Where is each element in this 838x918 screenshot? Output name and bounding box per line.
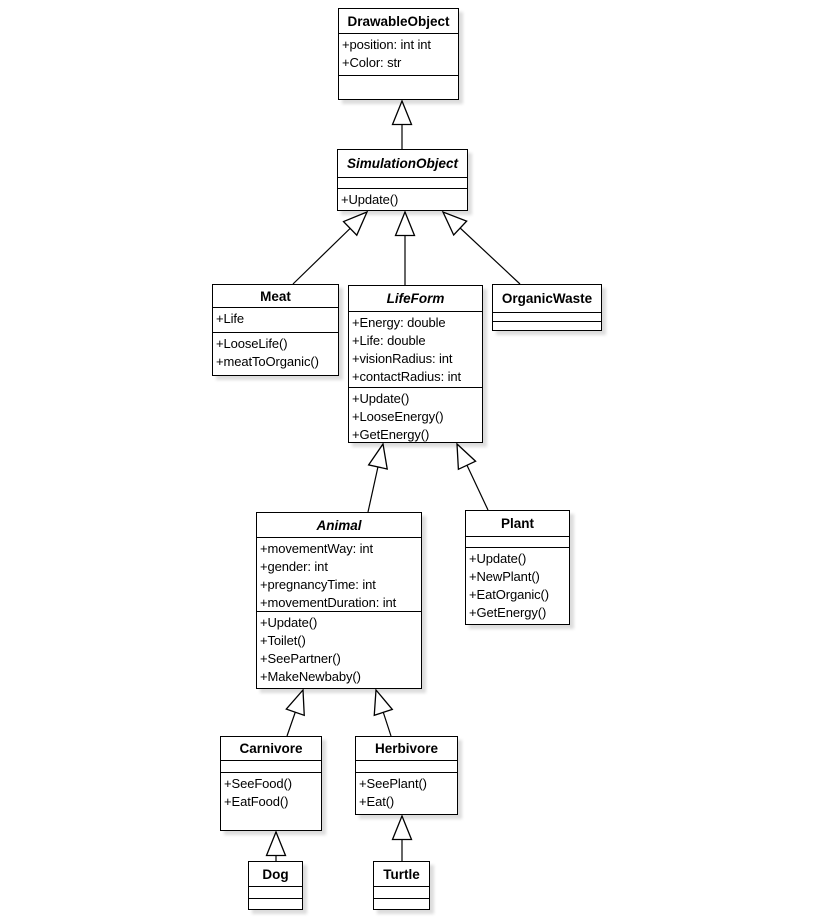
- class-animal-methods: +Update() +Toilet() +SeePartner() +MakeN…: [257, 611, 421, 688]
- edge-plant-to-lifeform[interactable]: [456, 442, 489, 511]
- class-drawableobject-attributes: +position: int int +Color: str: [339, 33, 458, 75]
- method: +Update(): [469, 551, 527, 566]
- attribute: +Energy: double: [352, 315, 446, 330]
- class-turtle[interactable]: Turtle: [373, 861, 430, 910]
- method: +Update(): [341, 192, 399, 207]
- method: +GetEnergy(): [352, 427, 430, 442]
- class-lifeform-methods: +Update() +LooseEnergy() +GetEnergy(): [349, 387, 482, 442]
- edge-meat-to-simulationobject[interactable]: [292, 210, 369, 285]
- edge-animal-to-lifeform[interactable]: [367, 442, 389, 513]
- class-carnivore[interactable]: Carnivore +SeeFood() +EatFood(): [220, 736, 322, 831]
- method: +Eat(): [359, 794, 395, 809]
- class-organicwaste-attributes: [493, 312, 601, 321]
- attribute: +position: int int: [342, 37, 431, 52]
- class-organicwaste[interactable]: OrganicWaste: [492, 284, 602, 331]
- class-lifeform[interactable]: LifeForm +Energy: double +Life: double +…: [348, 285, 483, 443]
- class-turtle-attributes: [374, 886, 429, 898]
- method: +SeeFood(): [224, 776, 293, 791]
- class-dog-attributes: [249, 886, 302, 898]
- class-plant[interactable]: Plant +Update() +NewPlant() +EatOrganic(…: [465, 510, 570, 625]
- class-herbivore-methods: +SeePlant() +Eat(): [356, 772, 457, 814]
- class-herbivore-attributes: [356, 760, 457, 772]
- class-drawableobject-title: DrawableObject: [347, 13, 450, 29]
- class-dog[interactable]: Dog: [248, 861, 303, 910]
- method: +NewPlant(): [469, 569, 540, 584]
- method: +EatOrganic(): [469, 587, 549, 602]
- attribute: +Color: str: [342, 55, 402, 70]
- class-animal[interactable]: Animal +movementWay: int +gender: int +p…: [256, 512, 422, 689]
- attribute: +movementWay: int: [260, 541, 374, 556]
- class-lifeform-title: LifeForm: [386, 291, 445, 306]
- method: +EatFood(): [224, 794, 289, 809]
- class-meat-title: Meat: [260, 288, 291, 304]
- attribute: +movementDuration: int: [260, 595, 397, 610]
- attribute: +contactRadius: int: [352, 369, 462, 384]
- method: +LooseLife(): [216, 336, 288, 351]
- class-herbivore-title: Herbivore: [374, 741, 439, 756]
- class-turtle-methods: [374, 898, 429, 909]
- class-lifeform-attributes: +Energy: double +Life: double +visionRad…: [349, 311, 482, 387]
- class-dog-title: Dog: [262, 866, 289, 882]
- class-herbivore[interactable]: Herbivore +SeePlant() +Eat(): [355, 736, 458, 815]
- class-carnivore-attributes: [221, 760, 321, 772]
- method: +SeePlant(): [359, 776, 427, 791]
- class-plant-attributes: [466, 536, 569, 547]
- class-carnivore-title: Carnivore: [239, 741, 303, 756]
- class-meat-methods: +LooseLife() +meatToOrganic(): [213, 332, 338, 375]
- class-turtle-title: Turtle: [383, 866, 420, 882]
- class-meat-attributes: +Life: [213, 307, 338, 332]
- attribute: +Life: [216, 311, 245, 326]
- class-organicwaste-methods: [493, 321, 601, 330]
- class-plant-title: Plant: [500, 516, 534, 531]
- class-carnivore-methods: +SeeFood() +EatFood(): [221, 772, 321, 830]
- class-drawableobject-methods: [339, 75, 458, 99]
- method: +Update(): [352, 391, 410, 406]
- attribute: +pregnancyTime: int: [260, 577, 376, 592]
- method: +SeePartner(): [260, 651, 341, 666]
- class-animal-attributes: +movementWay: int +gender: int +pregnanc…: [257, 537, 421, 611]
- class-animal-title: Animal: [316, 517, 362, 533]
- edge-organicwaste-to-simulationobject[interactable]: [441, 210, 521, 285]
- class-dog-methods: [249, 898, 302, 909]
- class-simulationobject-methods: +Update(): [338, 188, 467, 210]
- attribute: +visionRadius: int: [352, 351, 453, 366]
- method: +Update(): [260, 615, 318, 630]
- edge-carnivore-to-animal[interactable]: [285, 688, 305, 737]
- class-drawableobject[interactable]: DrawableObject +position: int int +Color…: [338, 8, 459, 100]
- method: +meatToOrganic(): [216, 354, 319, 369]
- attribute: +gender: int: [260, 559, 328, 574]
- method: +Toilet(): [260, 633, 306, 648]
- class-meat[interactable]: Meat +Life +LooseLife() +meatToOrganic(): [212, 284, 339, 376]
- edge-herbivore-to-animal[interactable]: [373, 688, 394, 737]
- class-organicwaste-title: OrganicWaste: [501, 291, 593, 306]
- class-plant-methods: +Update() +NewPlant() +EatOrganic() +Get…: [466, 547, 569, 624]
- class-simulationobject-attributes: [338, 177, 467, 188]
- method: +LooseEnergy(): [352, 409, 444, 424]
- class-simulationobject[interactable]: SimulationObject +Update(): [337, 149, 468, 211]
- class-simulationobject-title: SimulationObject: [346, 156, 458, 171]
- method: +MakeNewbaby(): [260, 669, 361, 684]
- method: +GetEnergy(): [469, 605, 547, 620]
- attribute: +Life: double: [352, 333, 426, 348]
